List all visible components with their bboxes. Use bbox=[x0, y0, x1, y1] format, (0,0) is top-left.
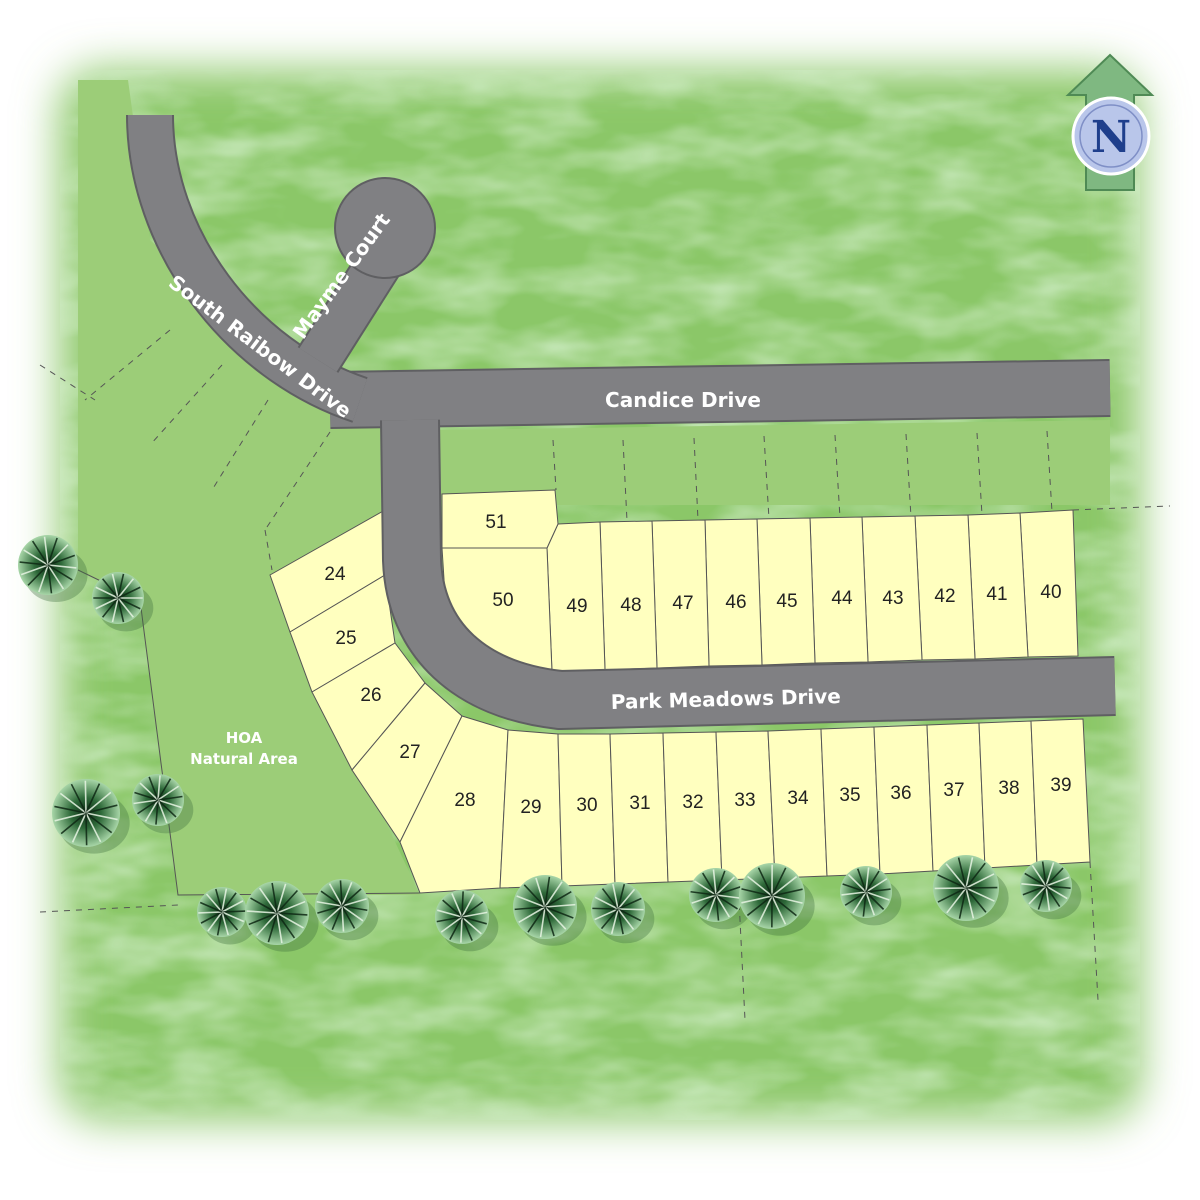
mayme-court[interactable] bbox=[299, 250, 399, 372]
tree-icon bbox=[92, 572, 154, 632]
trees bbox=[18, 535, 1082, 952]
lot-label-26: 26 bbox=[360, 685, 381, 706]
lots bbox=[269, 489, 1091, 894]
lot-label-37: 37 bbox=[943, 780, 964, 801]
lot-label-30: 30 bbox=[576, 795, 597, 816]
tree-icon bbox=[197, 887, 257, 945]
tree-icon bbox=[18, 535, 88, 602]
lot-label-24: 24 bbox=[324, 564, 346, 585]
lot-label-48: 48 bbox=[620, 595, 641, 616]
lot-label-28: 28 bbox=[454, 790, 475, 811]
tree-icon bbox=[513, 875, 587, 946]
lot-label-44: 44 bbox=[831, 588, 853, 609]
lot-label-29: 29 bbox=[520, 797, 541, 818]
lot-label-50: 50 bbox=[492, 590, 513, 611]
lot-label-35: 35 bbox=[839, 785, 860, 806]
tree-icon bbox=[315, 879, 379, 941]
lot-label-49: 49 bbox=[566, 596, 587, 617]
roads bbox=[126, 114, 1116, 730]
lot-label-43: 43 bbox=[882, 588, 903, 609]
tree-icon bbox=[52, 779, 130, 854]
lot-label-40: 40 bbox=[1040, 582, 1061, 603]
lot-label-34: 34 bbox=[787, 788, 809, 809]
candice-drive[interactable] bbox=[329, 361, 1111, 427]
tree-icon bbox=[933, 855, 1009, 928]
lot-labels: 24 25 26 27 28 29 30 31 32 33 34 35 36 3… bbox=[324, 512, 1071, 818]
lot-label-45: 45 bbox=[776, 591, 797, 612]
lot-label-36: 36 bbox=[890, 783, 911, 804]
lot-label-38: 38 bbox=[998, 778, 1019, 799]
lot-label-39: 39 bbox=[1050, 775, 1071, 796]
lot-label-32: 32 bbox=[682, 792, 703, 813]
park-meadows-drive[interactable] bbox=[382, 419, 1116, 728]
lot-label-31: 31 bbox=[629, 793, 650, 814]
lot-label-51: 51 bbox=[485, 512, 506, 533]
tree-icon bbox=[739, 863, 815, 936]
tree-icon bbox=[689, 868, 753, 930]
common-areas bbox=[78, 80, 1110, 895]
lot-label-27: 27 bbox=[399, 742, 420, 763]
lot-label-33: 33 bbox=[734, 790, 755, 811]
tree-icon bbox=[1020, 860, 1082, 920]
lot-label-42: 42 bbox=[934, 586, 955, 607]
lot-label-25: 25 bbox=[335, 628, 356, 649]
tree-icon bbox=[840, 866, 902, 926]
mayme-court-cul-de-sac[interactable] bbox=[334, 177, 436, 279]
lot-label-46: 46 bbox=[725, 592, 746, 613]
north-arrow-icon: N bbox=[1065, 53, 1155, 191]
candice-drive-label: Candice Drive bbox=[605, 388, 761, 412]
hoa-label-line1: HOA bbox=[226, 729, 263, 747]
lot-label-47: 47 bbox=[672, 593, 693, 614]
hoa-label-line2: Natural Area bbox=[190, 750, 298, 768]
lot-label-41: 41 bbox=[986, 584, 1007, 605]
compass-letter: N bbox=[1091, 112, 1131, 163]
tree-icon bbox=[435, 890, 499, 952]
south-raibow-drive[interactable] bbox=[128, 114, 368, 421]
tree-icon bbox=[132, 774, 194, 834]
tree-icon bbox=[245, 881, 319, 952]
lot-51[interactable] bbox=[441, 489, 559, 549]
hoa-natural-area: HOA Natural Area bbox=[190, 729, 298, 768]
tree-icon bbox=[591, 882, 655, 944]
